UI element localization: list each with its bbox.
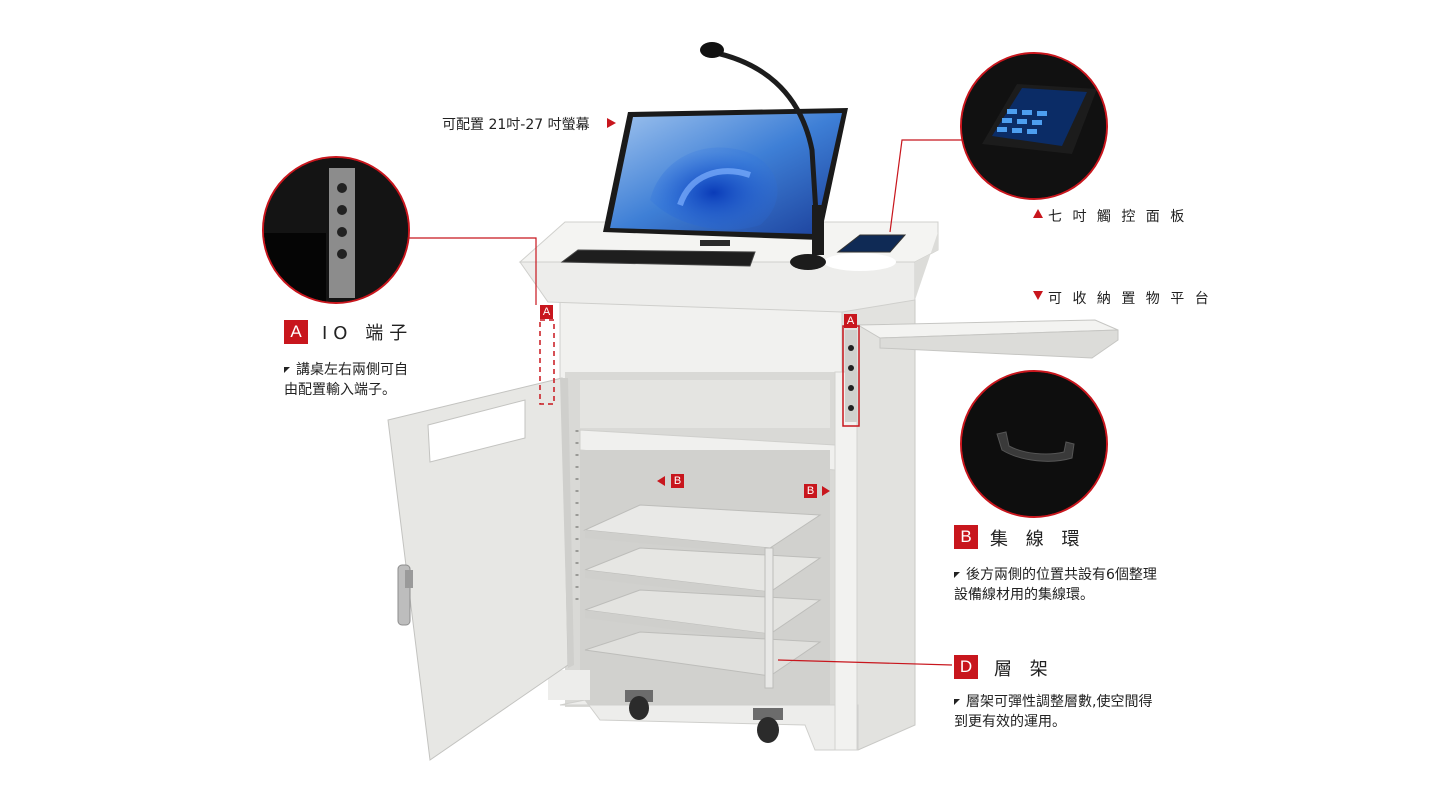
feature-a-desc-line1: 講桌左右兩側可自 bbox=[296, 362, 408, 378]
feature-a-badge: A bbox=[284, 320, 308, 344]
feature-d-desc-line2: 到更有效的運用。 bbox=[954, 714, 1066, 730]
touch-panel-detail-circle bbox=[960, 52, 1108, 200]
io-detail-circle bbox=[262, 156, 410, 304]
feature-a-desc: 講桌左右兩側可自 由配置輸入端子。 bbox=[284, 360, 408, 400]
platform-label: 可 收 納 置 物 平 台 bbox=[1048, 291, 1212, 307]
cabinet-body bbox=[548, 259, 916, 751]
feature-d-title: 層 架 bbox=[994, 659, 1054, 680]
monitor bbox=[603, 108, 848, 246]
tag-a-right: A bbox=[844, 314, 857, 328]
tag-b-right: B bbox=[804, 484, 817, 498]
keyboard bbox=[560, 249, 756, 267]
feature-b-desc-line1: 後方兩側的位置共設有6個整理 bbox=[966, 567, 1157, 583]
cabinet-door bbox=[387, 377, 574, 761]
feature-d-desc: 層架可彈性調整層數,使空間得 到更有效的運用。 bbox=[954, 692, 1152, 732]
feature-d-desc-line1: 層架可彈性調整層數,使空間得 bbox=[966, 694, 1153, 710]
leader-lines bbox=[408, 139, 968, 666]
io-panel-right bbox=[845, 330, 857, 422]
feature-b-desc: 後方兩側的位置共設有6個整理 設備線材用的集線環。 bbox=[954, 565, 1157, 605]
tag-a-left: A bbox=[540, 305, 553, 319]
microphone bbox=[700, 42, 826, 270]
tag-b-left: B bbox=[671, 474, 684, 488]
feature-a-desc-line2: 由配置輸入端子。 bbox=[284, 382, 396, 398]
touch-panel-label: 七 吋 觸 控 面 板 bbox=[1048, 209, 1188, 225]
monitor-label: 可配置 21吋-27 吋螢幕 bbox=[442, 117, 590, 133]
cable-ring-detail-circle bbox=[960, 370, 1108, 518]
feature-b-badge: B bbox=[954, 525, 978, 549]
touch-panel-device bbox=[836, 234, 907, 253]
side-platform bbox=[856, 319, 1119, 359]
caster-wheels bbox=[625, 690, 783, 743]
feature-b-desc-line2: 設備線材用的集線環。 bbox=[954, 587, 1094, 603]
feature-a-title: IO 端子 bbox=[322, 323, 414, 344]
shelf-rack bbox=[575, 430, 822, 689]
feature-b-title: 集 線 環 bbox=[990, 529, 1086, 550]
feature-d-badge: D bbox=[954, 655, 978, 679]
